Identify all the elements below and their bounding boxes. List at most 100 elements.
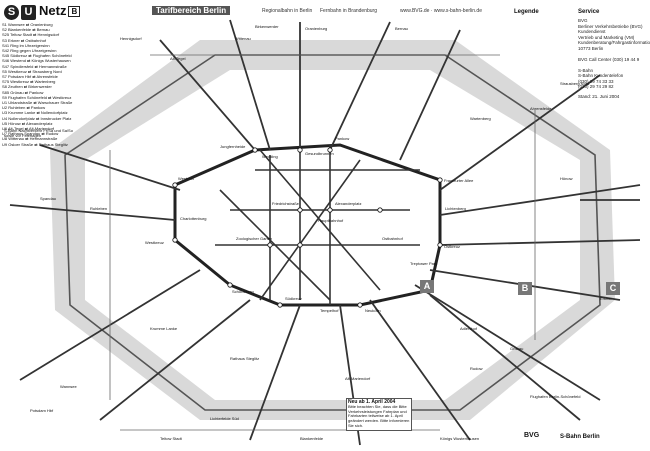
service-line: (030) 29 74 33 33 <box>578 78 614 84</box>
label-hoenow: Hönow <box>560 176 573 181</box>
sbahn-berlin-logo: S-Bahn Berlin <box>560 434 600 440</box>
label-lichtenberg: Lichtenberg <box>445 206 466 211</box>
line-entry: S75 Westkreuz ⇄ Wartenberg <box>2 79 56 85</box>
label-zoo: Zoologischer Garten <box>236 236 272 241</box>
outer-line <box>64 54 601 411</box>
label-mariendorf: Alt-Mariendorf <box>345 376 371 381</box>
label-frankfurter: Frankfurter Allee <box>444 178 474 183</box>
label-alexanderplatz: Alexanderplatz <box>335 201 361 206</box>
line-entry: S85 Grünau ⇄ Pankow <box>2 89 44 95</box>
label-jungfernheide: Jungfernheide <box>220 144 246 149</box>
label-rudow: Rudow <box>470 366 483 371</box>
label-potsdam: Potsdam Hbf <box>30 408 54 413</box>
service-line: S-Bahn Kundentelefon <box>578 73 624 78</box>
label-blankenfelde: Blankenfelde <box>300 436 324 441</box>
label-hauptbahnhof: Hauptbahnhof <box>318 218 344 223</box>
label-treptow: Treptower Park <box>410 261 437 266</box>
service-line: Vertrieb und Marketing (VM) <box>578 34 635 40</box>
s-bahn-icon: S <box>4 5 19 20</box>
label-ahrensfelde: Ahrensfelde <box>530 106 552 111</box>
legend-title: Legende <box>514 9 539 15</box>
label-charlottenburg: Charlottenburg <box>180 216 206 221</box>
line-entry: U9 Osloer Straße ⇄ Rathaus Steglitz <box>2 141 68 147</box>
line-entry: U8 Wittenau ⇄ Hermannstraße <box>2 136 58 142</box>
label-tempelhof: Tempelhof <box>320 308 339 313</box>
label-bernau: Bernau <box>395 26 408 31</box>
label-wannsee: Wannsee <box>60 384 78 389</box>
label-gruenau: Grünau <box>510 346 523 351</box>
label-gesundbrunnen: Gesundbrunnen <box>305 151 334 156</box>
line-entry: S9 Flughafen Schönefeld ⇄ Westkreuz <box>2 94 72 100</box>
label-schoeneberg: Schöneberg <box>232 289 254 294</box>
bvg-logo: BVG <box>524 432 540 439</box>
label-wartenberg: Wartenberg <box>470 116 491 121</box>
line-entry: S3 Erkner ⇄ Ostbahnhof <box>2 37 47 43</box>
label-oranienburg: Oranienburg <box>305 26 327 31</box>
label-steglitz: Rathaus Steglitz <box>230 356 259 361</box>
line-entry: S5 Westkreuz ⇄ Strausberg Nord <box>2 68 62 74</box>
label-westend: Westend <box>178 176 194 181</box>
service-line: Kundendienst <box>578 29 606 34</box>
line-entry: S1 Wannsee ⇄ Oranienburg <box>2 22 53 27</box>
april-title: Neu ab 1. April 2004 <box>348 399 396 405</box>
logo-netz: Netz <box>39 3 67 18</box>
label-westkreuz: Westkreuz <box>145 240 164 245</box>
label-ruhleben: Ruhleben <box>90 206 107 211</box>
zone-a-marker: A <box>420 280 434 293</box>
line-entry: U6 Alt-Tegel ⇄ Alt-Mariendorf <box>2 126 55 132</box>
label-friedrichstrasse: Friedrichstraße <box>272 201 300 206</box>
zone-c-marker: C <box>606 282 620 295</box>
label-wittenau: Wittenau <box>235 36 251 41</box>
service-line: BVG Call Center (030) 19 44 9 <box>578 56 640 62</box>
line-entry: S25 Teltow Stadt ⇄ Hennigsdorf <box>2 32 60 38</box>
service-line: (030) 29 74 29 82 <box>578 84 614 89</box>
line-entry: S47 Spindlersfeld ⇄ Hermannstraße <box>2 63 67 69</box>
label-adlershof: Adlershof <box>460 326 478 331</box>
label-tegel: Alt-Tegel <box>170 56 186 61</box>
label-strausberg: Strausberg Nord <box>560 81 589 86</box>
ubahn-grid <box>215 145 420 305</box>
line-entry: S46 Westend ⇄ Königs Wusterhausen <box>2 58 71 64</box>
label-wedding: Wedding <box>262 154 278 159</box>
night-note: S-Bahn Nachtverkehr Fr/Sa und Sa/So sowi… <box>4 128 73 138</box>
label-pankow: Pankow <box>335 136 349 141</box>
service-line: Kundenberatung/Fahrgastinformation <box>578 40 650 45</box>
service-title: Service <box>578 9 600 15</box>
stand-date: Stand: 21. Juni 2004 <box>578 94 620 99</box>
line-entry: U2 Ruhleben ⇄ Pankow <box>2 105 46 111</box>
service-line: S-Bahn <box>578 67 594 73</box>
line-entry: U4 Nollendorfplatz ⇄ Innsbrucker Platz <box>2 115 72 121</box>
label-neukoelln: Neukölln <box>365 308 381 313</box>
line-entry: U5 Hönow ⇄ Alexanderplatz <box>2 120 53 126</box>
note-fernbahn: Fernbahn in Brandenburg <box>320 8 377 14</box>
service-line: 10773 Berlin <box>578 45 604 51</box>
service-line: BVG <box>578 18 588 23</box>
label-koenigs: Königs Wusterhausen <box>440 436 479 441</box>
line-entry: S8 Zeuthen ⇄ Birkenwerder <box>2 84 52 90</box>
tarif-title: Tarifbereich Berlin <box>152 6 231 15</box>
line-entry: U1 Uhlandstraße ⇄ Warschauer Straße <box>2 100 73 106</box>
label-schoenefeld: Flughafen Berlin-Schönefeld <box>530 394 580 399</box>
line-entry: S7 Potsdam Hbf ⇄ Ahrensfelde <box>2 74 58 80</box>
april-text: Bitte beachten Sie, dass die Bitte Verke… <box>348 403 410 428</box>
u-bahn-icon: U <box>21 5 36 20</box>
april-notice: Neu ab 1. April 2004 Bitte beachten Sie,… <box>346 398 412 431</box>
line-entry: S42 Ring gegen Uhrzeigersinn <box>2 48 57 54</box>
service-line: Berliner Verkehrsbetriebe (BVG) <box>578 23 643 29</box>
zone-b-marker: B <box>518 282 532 295</box>
label-spandau: Spandau <box>40 196 56 201</box>
label-ostkreuz: Ostkreuz <box>444 244 460 249</box>
line-entry: S41 Ring im Uhrzeigersinn <box>2 42 50 48</box>
label-suedkreuz: Südkreuz <box>285 296 302 301</box>
label-hennigsdorf: Hennigsdorf <box>120 36 142 41</box>
note-regional: Regionalbahn in Berlin <box>262 8 313 14</box>
line-entry: U7 Rathaus Spandau ⇄ Rudow <box>2 131 59 137</box>
label-ostbahnhof: Ostbahnhof <box>382 236 404 241</box>
label-birkenwerder: Birkenwerder <box>255 24 279 29</box>
web-address[interactable]: www.BVG.de · www.s-bahn-berlin.de <box>400 8 482 14</box>
label-krumme: Krumme Lanke <box>150 326 178 331</box>
